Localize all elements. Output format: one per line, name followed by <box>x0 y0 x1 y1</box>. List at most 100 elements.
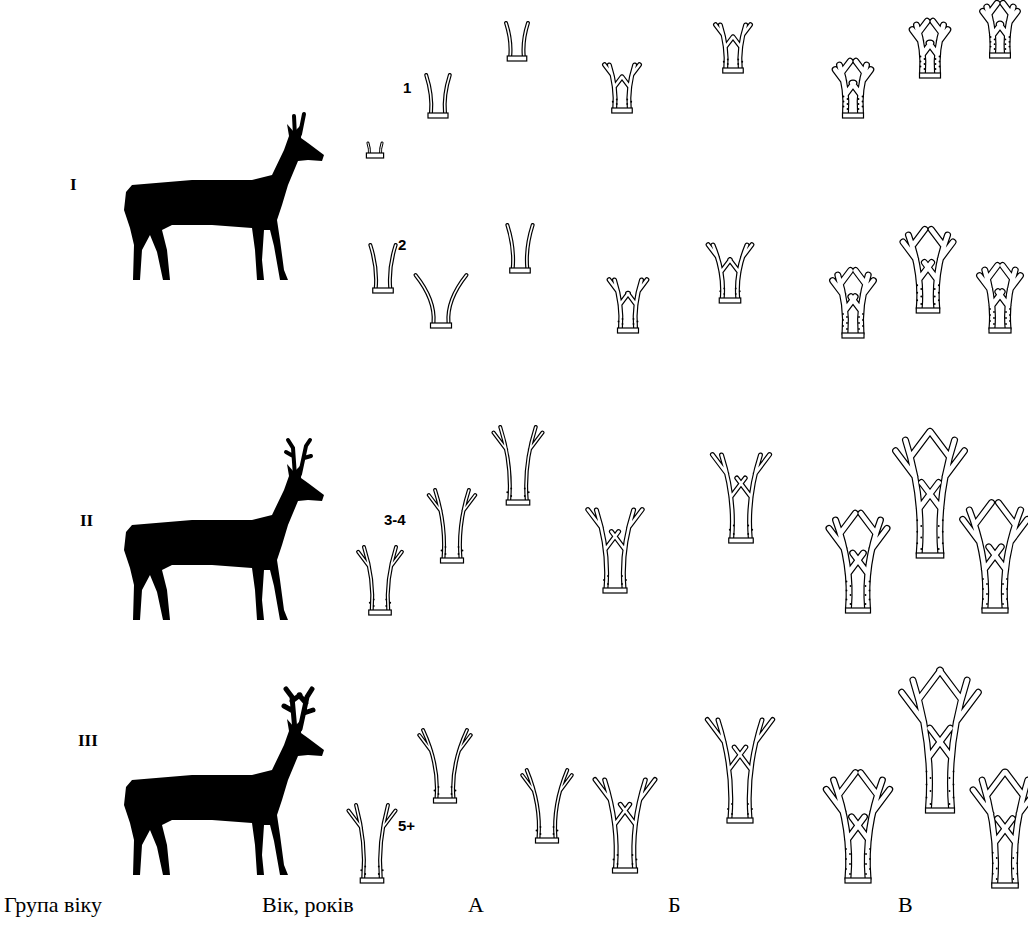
antler-fill <box>368 143 382 153</box>
pearling-dot <box>938 299 940 301</box>
pearling-dot <box>858 98 860 100</box>
antler-fill <box>426 75 450 113</box>
pearling-dot <box>621 583 623 585</box>
antler-pair <box>416 275 467 328</box>
pearling-dot <box>364 866 366 868</box>
pearling-dot <box>1009 46 1011 48</box>
age-group-numeral: II <box>80 512 93 531</box>
pearling-dot <box>846 581 848 583</box>
pearling-dot <box>930 777 932 779</box>
pearling-dot <box>862 101 864 103</box>
skull-cap <box>845 878 871 883</box>
pearling-dot <box>996 868 998 870</box>
pearling-dot <box>378 866 380 868</box>
antler-fill <box>826 773 889 878</box>
pearling-dot <box>617 854 619 856</box>
pearling-dot <box>953 797 955 799</box>
antler-fill <box>902 670 979 808</box>
pearling-dot <box>737 63 739 65</box>
pearling-dot <box>920 296 922 298</box>
antler-outline <box>963 503 1028 608</box>
skull-cap <box>373 288 394 293</box>
pearling-dot <box>938 548 940 550</box>
skull-cap <box>916 308 940 313</box>
antler-outline <box>903 229 953 308</box>
pearling-dot <box>506 491 508 493</box>
pearling-dot <box>633 318 635 320</box>
age-value: 5+ <box>398 818 415 835</box>
antler-outline <box>712 455 769 538</box>
pearling-dot <box>633 323 635 325</box>
antler-fill <box>507 225 532 268</box>
pearling-dot <box>727 63 729 65</box>
antler-pair <box>426 75 450 118</box>
antler-fill <box>416 275 467 323</box>
pearling-dot <box>733 525 735 527</box>
pearling-dot <box>849 863 851 865</box>
antler-fill <box>494 427 543 500</box>
skull-cap <box>982 608 1008 613</box>
pearling-dot <box>389 602 391 604</box>
antler-pair <box>588 510 642 593</box>
pearling-dot <box>846 322 848 324</box>
pearling-dot <box>846 316 848 318</box>
pearling-dot <box>924 58 926 60</box>
pearling-dot <box>618 321 620 323</box>
pearling-dot <box>451 793 453 795</box>
pearling-dot <box>989 320 991 322</box>
antler-fill <box>358 547 402 610</box>
antler-pair <box>609 280 647 333</box>
antler-outline <box>358 547 402 610</box>
pearling-dot <box>994 43 996 45</box>
pearling-dot <box>626 99 628 101</box>
pearling-dot <box>949 777 951 779</box>
pearling-dot <box>510 495 512 497</box>
pearling-dot <box>378 873 380 875</box>
deer-body <box>124 719 324 875</box>
pearling-dot <box>869 858 871 860</box>
pearling-dot <box>373 605 375 607</box>
pearling-dot <box>842 313 844 315</box>
pearling-dot <box>723 61 725 63</box>
pearling-dot <box>993 311 995 313</box>
deer-antler <box>284 689 313 731</box>
pearling-dot <box>553 833 555 835</box>
pearling-dot <box>989 314 991 316</box>
pearling-dot <box>934 296 936 298</box>
pearling-dot <box>373 599 375 601</box>
antler-pair <box>348 805 395 883</box>
pearling-dot <box>557 830 559 832</box>
pearling-dot <box>735 288 737 290</box>
antler-outline <box>506 23 528 56</box>
antler-outline <box>708 245 752 298</box>
pearling-dot <box>1009 314 1011 316</box>
antler-pair <box>829 513 887 613</box>
pearling-dot <box>846 590 848 592</box>
age-value: 3-4 <box>384 512 406 529</box>
antler-outline <box>973 772 1028 883</box>
pearling-dot <box>1002 593 1004 595</box>
pearling-dot <box>938 284 940 286</box>
pearling-dot <box>1009 41 1011 43</box>
pearling-dot <box>926 771 928 773</box>
pearling-dot <box>843 101 845 103</box>
antler-fill <box>429 490 475 558</box>
antler-outline <box>494 427 543 500</box>
pearling-dot <box>1016 862 1018 864</box>
pearling-dot <box>1012 878 1014 880</box>
pearling-dot <box>858 316 860 318</box>
pearling-dot <box>953 771 955 773</box>
antler-fill <box>609 280 647 328</box>
pearling-dot <box>982 598 984 600</box>
pearling-dot <box>540 833 542 835</box>
pearling-dot <box>438 793 440 795</box>
pearling-dot <box>741 61 743 63</box>
pearling-dot <box>850 603 852 605</box>
pearling-dot <box>938 537 940 539</box>
antler-pair <box>826 773 889 883</box>
pearling-dot <box>1005 311 1007 313</box>
antler-outline <box>707 720 772 819</box>
antler-outline <box>426 75 450 113</box>
pearling-dot <box>739 290 741 292</box>
antler-outline <box>902 670 979 808</box>
